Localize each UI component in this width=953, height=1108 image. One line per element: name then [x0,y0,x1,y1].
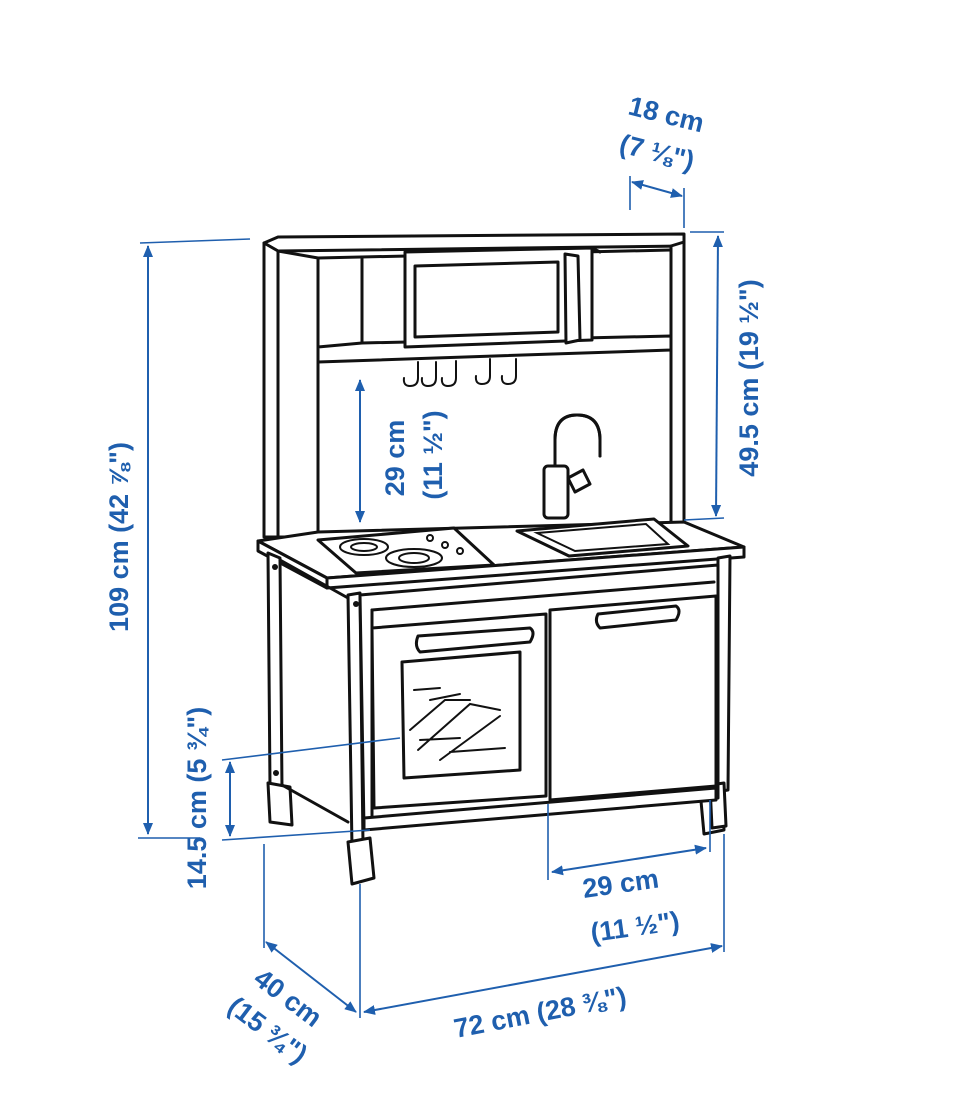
front-left-foot [346,836,376,886]
cabinet-door [548,594,718,802]
cabinet-door-handle [594,604,681,630]
depth-top-imperial-label: (7 ⅛") [617,129,698,176]
sink [515,517,690,558]
upper-height-label: 49.5 cm (19 ½") [734,279,764,476]
cabinet-handle [563,252,582,345]
oven-handle [414,626,535,654]
oven-door [370,612,548,810]
top-shelf-board [262,232,686,253]
play-kitchen-drawing [256,232,746,886]
faucet [542,413,602,520]
total-height-label: 109 cm (42 ⅞") [104,442,134,632]
door-width-imperial-label: (11 ½") [589,906,682,948]
upper-left-panel [262,241,320,539]
hook-clearance-imperial-label: (11 ½") [418,410,448,499]
utensil-hooks [402,358,517,388]
door-width-metric-label: 29 cm [581,864,661,904]
upper-cabinet [403,246,594,349]
dimension-lines [138,176,725,1018]
hook-clearance-metric-label: 29 cm [380,420,410,497]
upper-right-post [669,240,686,528]
oven-height-label: 14.5 cm (5 ¾") [182,707,212,889]
